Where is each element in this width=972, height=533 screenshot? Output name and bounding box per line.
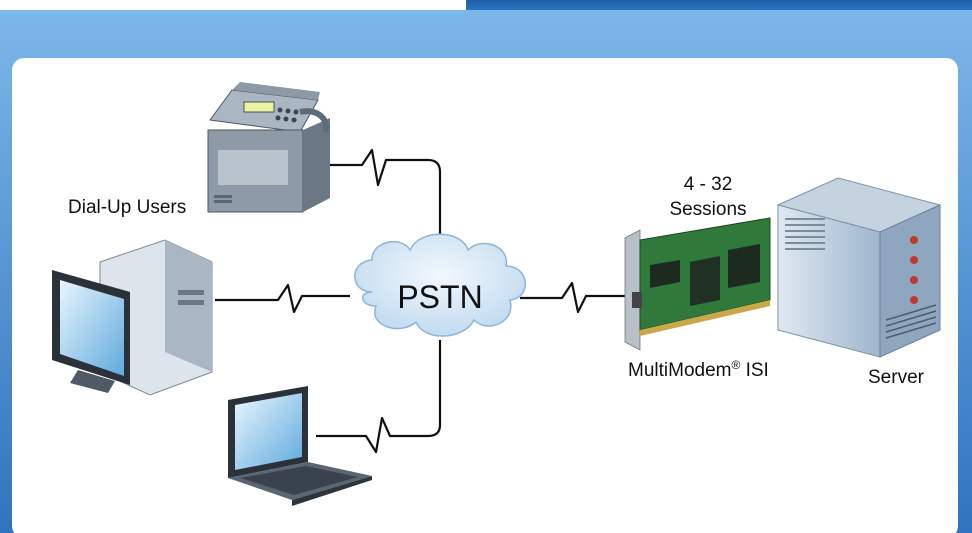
- modem-card-icon: [624, 217, 771, 351]
- sessions-count-label: 4 - 32: [684, 174, 733, 195]
- product-suffix: ISI: [740, 360, 769, 381]
- sessions-label: Sessions: [669, 199, 746, 220]
- connection-lines: [215, 148, 630, 454]
- fax-machine-icon: [207, 82, 330, 213]
- product-name: MultiModem: [628, 360, 731, 381]
- desktop-computer-icon: [52, 239, 213, 396]
- dial-up-users-label: Dial-Up Users: [68, 197, 186, 218]
- cloud-icon: [354, 233, 527, 337]
- server-tower-icon: [776, 177, 942, 358]
- product-reg-mark: ®: [731, 358, 740, 372]
- pstn-label: PSTN: [397, 279, 482, 315]
- product-name-label: MultiModem® ISI: [628, 358, 769, 381]
- server-label: Server: [868, 367, 925, 388]
- laptop-icon: [228, 386, 372, 506]
